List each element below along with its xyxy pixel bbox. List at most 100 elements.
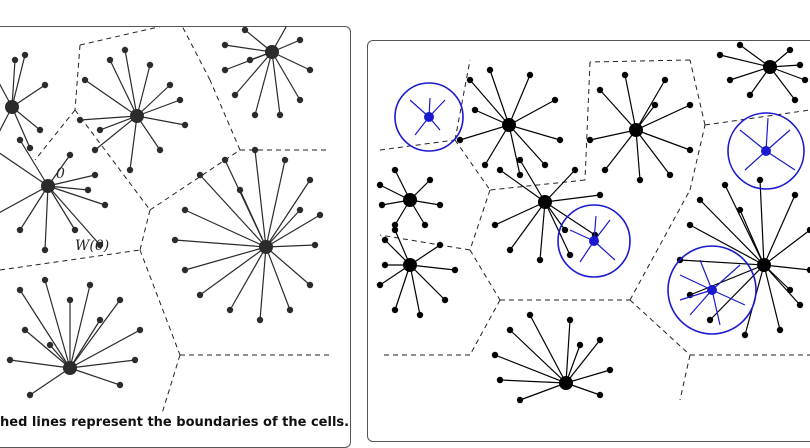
leaf-node [276, 111, 284, 119]
star-edge [184, 246, 267, 271]
star-edge [494, 354, 567, 384]
star-edge [44, 185, 49, 251]
star-edge [239, 189, 267, 248]
cell-boundary [454, 139, 491, 191]
star-edge [11, 106, 31, 149]
leaf-node [526, 311, 534, 319]
center-node [41, 179, 55, 193]
center-node [5, 100, 19, 114]
star-edge [409, 264, 421, 316]
leaf-node [176, 96, 184, 104]
star-edge [69, 359, 136, 369]
star-edge [539, 201, 546, 261]
center-node [763, 60, 777, 74]
star-edge [599, 89, 637, 131]
star-edge [0, 185, 49, 213]
leaf-node [516, 396, 524, 404]
cell-boundary [209, 79, 241, 151]
leaf-node [181, 121, 189, 129]
star-edge [109, 59, 138, 117]
figure-caption: hed lines represent the boundaries of th… [0, 415, 350, 430]
leaf-node [221, 66, 229, 74]
leaf-node [116, 296, 124, 304]
star-edge [84, 79, 138, 117]
leaf-node [506, 326, 514, 334]
star-edge [79, 115, 138, 121]
leaf-node [181, 206, 189, 214]
cell-boundary [161, 354, 181, 415]
leaf-node [91, 171, 99, 179]
center-node [403, 258, 417, 272]
cell-boundary [379, 234, 471, 251]
leaf-node [551, 96, 559, 104]
leaf-node [796, 61, 804, 69]
leaf-node [736, 41, 744, 49]
ball-edge [689, 289, 713, 316]
leaf-node [541, 161, 549, 169]
leaf-node [306, 176, 314, 184]
ball-center [589, 236, 599, 246]
star-edge [459, 124, 510, 141]
leaf-node [311, 241, 319, 249]
cell-boundary [704, 109, 810, 126]
center-node [538, 195, 552, 209]
leaf-node [526, 71, 534, 79]
leaf-node [196, 171, 204, 179]
leaf-node [516, 156, 524, 164]
star-edge [763, 229, 810, 266]
leaf-node [84, 186, 92, 194]
star-edge [11, 59, 16, 108]
star-edge [19, 289, 71, 369]
leaf-node [481, 161, 489, 169]
leaf-node [686, 101, 694, 109]
star-edge [9, 359, 71, 369]
leaf-node [226, 306, 234, 314]
leaf-node [101, 201, 109, 209]
star-edge [635, 129, 641, 181]
leaf-node [221, 156, 229, 164]
leaf-node [381, 236, 389, 244]
star-edge [136, 84, 171, 117]
leaf-node [251, 146, 259, 154]
star-edge [689, 264, 765, 296]
star-edge [229, 246, 267, 311]
ball-circle [727, 112, 805, 190]
leaf-node [41, 246, 49, 254]
leaf-node [596, 336, 604, 344]
star-edge [129, 115, 138, 171]
star-edge [759, 179, 765, 266]
star-edge [739, 209, 765, 266]
star-edge [265, 246, 291, 311]
star-edge [409, 264, 446, 301]
leaf-node [36, 126, 44, 134]
center-node [559, 376, 573, 390]
star-edge [271, 51, 281, 116]
star-edge [763, 264, 801, 306]
leaf-node [586, 136, 594, 144]
leaf-node [786, 46, 794, 54]
leaf-node [421, 221, 429, 229]
leaf-node [41, 276, 49, 284]
star-edge [69, 299, 121, 369]
star-edge [271, 51, 311, 71]
cell-boundary [489, 179, 586, 191]
star-edge [265, 179, 311, 248]
star-edge [136, 115, 186, 126]
center-node [757, 258, 771, 272]
leaf-node [791, 96, 799, 104]
cell-boundary [629, 189, 691, 301]
leaf-node [496, 166, 504, 174]
center-node [265, 45, 279, 59]
ball-circle [557, 204, 631, 278]
leaf-node [506, 246, 514, 254]
leaf-node [391, 306, 399, 314]
star-edge [709, 264, 765, 321]
star-edge [44, 279, 71, 369]
star-edge [763, 264, 781, 331]
leaf-node [571, 166, 579, 174]
leaf-node [86, 281, 94, 289]
leaf-node [11, 56, 19, 64]
leaf-node [491, 351, 499, 359]
ball-center [424, 112, 434, 122]
star-edge [469, 79, 510, 126]
